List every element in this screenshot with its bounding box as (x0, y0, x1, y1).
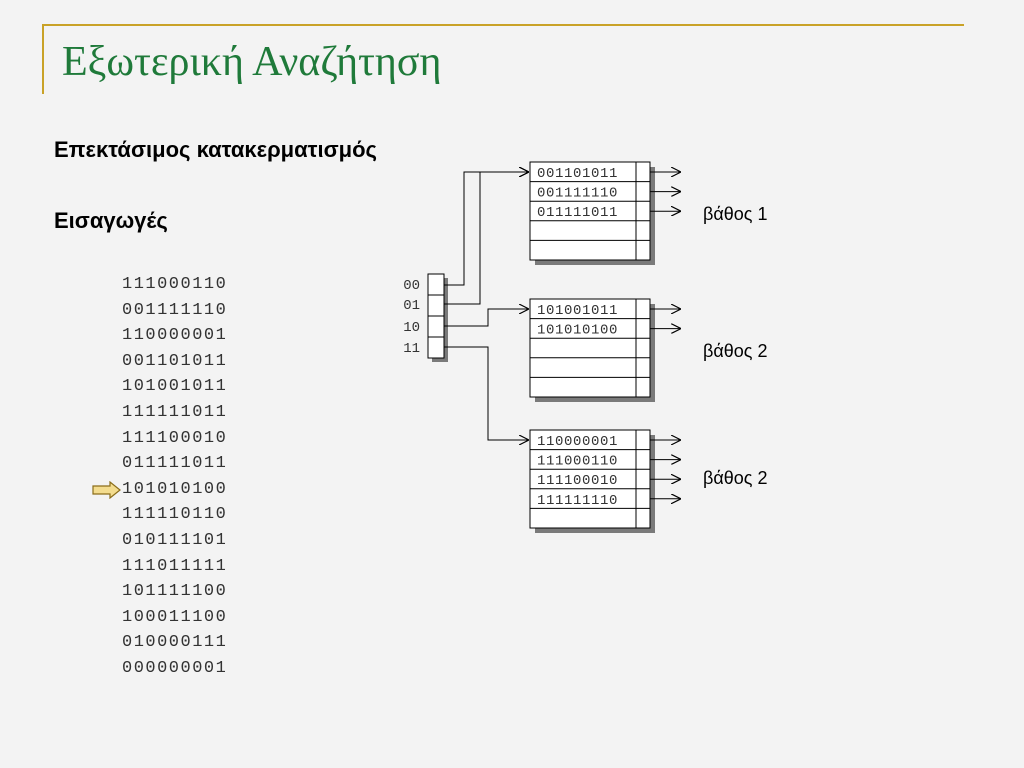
bucket-record: 011111011 (537, 205, 618, 221)
pointer-11-to-bucket-3 (444, 346, 528, 440)
bucket-record: 101001011 (537, 303, 618, 319)
bucket-record: 101010100 (537, 323, 618, 339)
current-insert-arrow-icon (92, 480, 121, 499)
insert-key: 111011111 (122, 556, 228, 576)
title-frame-top-rule (42, 24, 964, 26)
insert-key: 000000001 (122, 658, 228, 678)
directory-entry-label: 11 (403, 341, 420, 357)
directory: 00 01 10 11 (403, 273, 448, 362)
bucket-record: 111100010 (537, 473, 618, 489)
bucket-depth-label: βάθος 2 (703, 468, 767, 488)
bucket-record: 111000110 (537, 454, 618, 470)
bucket-box (529, 161, 651, 261)
insert-key: 101001011 (122, 377, 228, 397)
insert-key: 001111110 (122, 300, 228, 320)
bucket-depth-label: βάθος 1 (703, 204, 767, 224)
insert-key: 101010100 (122, 479, 228, 499)
bucket-depth-label: βάθος 2 (703, 341, 767, 361)
insert-key: 111111011 (122, 402, 228, 422)
insert-key: 110000001 (122, 326, 228, 346)
slide-title: Εξωτερική Αναζήτηση (62, 39, 442, 85)
pointer-01-to-bucket-1 (444, 172, 528, 305)
bucket-1: 001101011 001111110 011111011 βάθος 1 (529, 161, 767, 265)
directory-entry-label: 01 (403, 298, 420, 314)
slide-subtitle: Επεκτάσιμος κατακερματισμός (54, 137, 377, 162)
insert-key-list: 111000110 001111110 110000001 001101011 … (122, 272, 227, 682)
bucket-box (529, 298, 651, 398)
insert-key: 011111011 (122, 454, 228, 474)
insert-key: 111100010 (122, 428, 228, 448)
directory-entry-label: 00 (403, 278, 420, 294)
bucket-2: 101001011 101010100 βάθος 2 (529, 298, 767, 402)
current-insert-arrow-shape (92, 480, 121, 499)
directory-pointers (444, 172, 528, 440)
insert-key: 101111100 (122, 582, 228, 602)
insert-key: 100011100 (122, 607, 228, 627)
directory-entry-label: 10 (403, 320, 420, 336)
inserts-heading: Εισαγωγές (54, 208, 168, 233)
insert-key: 010111101 (122, 530, 228, 550)
insert-key: 010000111 (122, 633, 228, 653)
pointer-10-to-bucket-2 (444, 309, 528, 327)
bucket-record: 110000001 (537, 434, 618, 450)
bucket-record: 001111110 (537, 186, 618, 202)
insert-key: 111000110 (122, 275, 228, 294)
bucket-box (529, 429, 651, 529)
bucket-record: 001101011 (537, 166, 618, 182)
insert-key: 001101011 (122, 351, 228, 371)
bucket-3: 110000001 111000110 111100010 111111110 … (529, 429, 767, 533)
pointer-00-to-bucket-1 (444, 172, 528, 286)
insert-key: 111110110 (122, 505, 228, 525)
bucket-record: 111111110 (537, 493, 618, 509)
title-frame-left-rule (42, 24, 44, 94)
